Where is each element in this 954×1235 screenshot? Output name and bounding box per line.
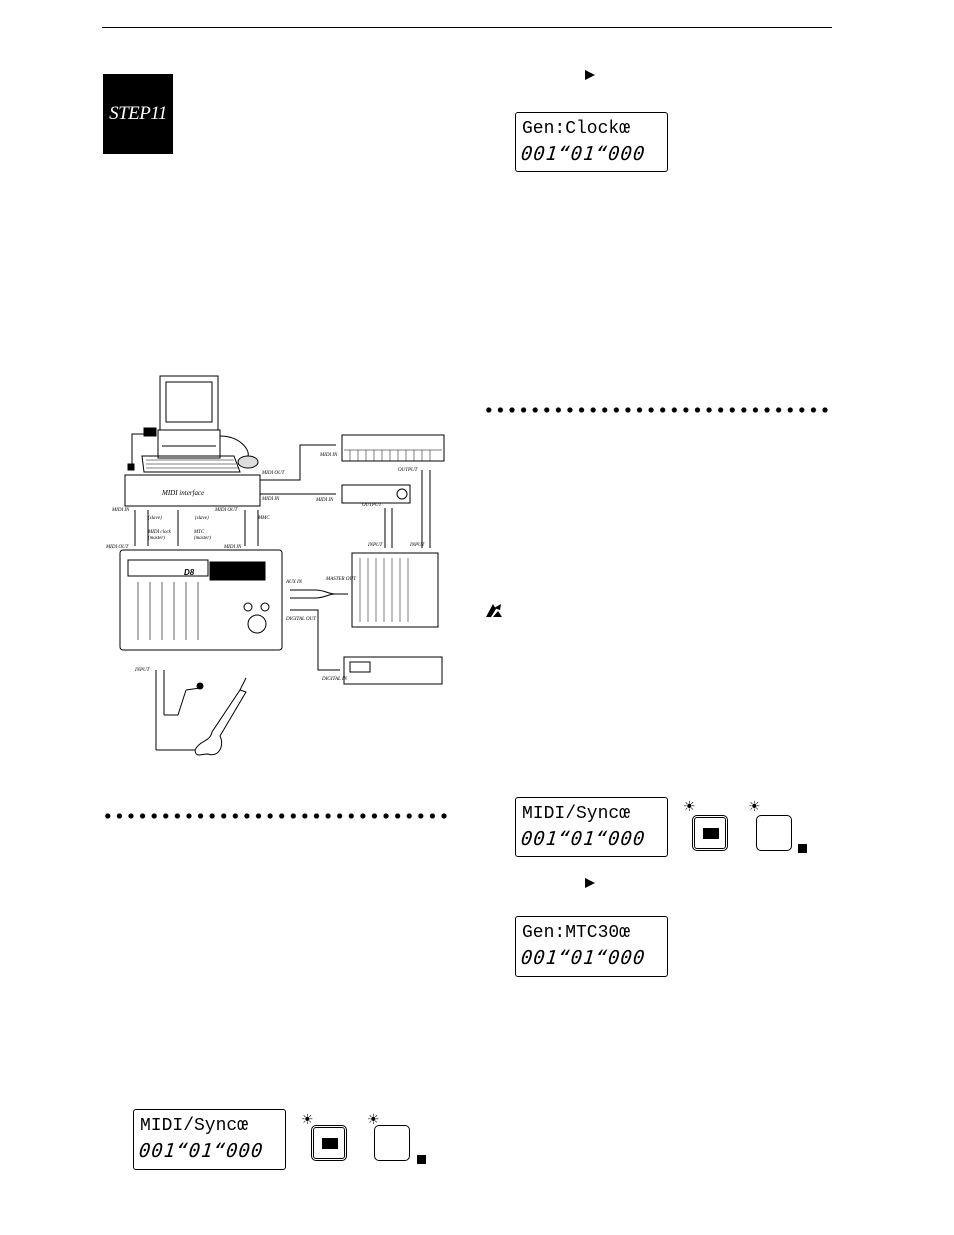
- connection-diagram: MIDI interface MIDI IN MIDI OUT (slave) …: [105, 375, 445, 756]
- svg-text:MIDI OUT: MIDI OUT: [105, 545, 130, 550]
- svg-text:OUTPUT: OUTPUT: [398, 468, 419, 473]
- svg-text:(master): (master): [194, 536, 211, 541]
- lcd-line1: MIDI/Syncœ: [140, 1116, 249, 1136]
- svg-text:(slave): (slave): [195, 516, 209, 521]
- lcd-line2: 001“01“000: [137, 1140, 265, 1162]
- svg-text:MIDI OUT: MIDI OUT: [214, 508, 239, 513]
- stop-icon: [798, 844, 807, 853]
- function-key-button[interactable]: [756, 815, 792, 851]
- step-badge: STEP11: [103, 74, 173, 154]
- svg-text:MIDI IN: MIDI IN: [319, 453, 338, 458]
- lcd-midi-sync: MIDI/Syncœ 001“01“000: [515, 797, 668, 857]
- lcd-line1: MIDI/Syncœ: [522, 804, 631, 824]
- svg-text:INPUT: INPUT: [134, 668, 151, 673]
- svg-text:D8: D8: [184, 568, 195, 577]
- lcd-gen-mtc30: Gen:MTC30œ 001“01“000: [515, 916, 668, 977]
- play-arrow-icon: [585, 878, 595, 888]
- stop-icon: [417, 1155, 426, 1164]
- led-indicator-icon: ☀: [301, 1111, 314, 1127]
- step-label: STEP11: [109, 103, 167, 124]
- svg-text:INPUT: INPUT: [367, 543, 384, 548]
- svg-text:(master): (master): [148, 536, 165, 541]
- svg-text:MTC: MTC: [193, 530, 205, 535]
- lcd-line1: Gen:MTC30œ: [522, 923, 631, 943]
- led-indicator-icon: ☀: [683, 798, 696, 814]
- led-indicator-icon: ☀: [367, 1111, 380, 1127]
- svg-text:AUX IN: AUX IN: [285, 580, 303, 585]
- svg-text:MIDI IN: MIDI IN: [111, 508, 130, 513]
- lcd-line1: Gen:Clockœ: [522, 119, 631, 139]
- svg-text:MASTER OUT: MASTER OUT: [325, 577, 357, 582]
- svg-text:OUTPUT: OUTPUT: [362, 503, 383, 508]
- note-icon: [486, 604, 502, 617]
- lcd-midi-sync: MIDI/Syncœ 001“01“000: [133, 1109, 286, 1170]
- function-key-button[interactable]: [374, 1125, 410, 1161]
- svg-text:MIDI IN: MIDI IN: [315, 498, 334, 503]
- svg-text:MIDI clock: MIDI clock: [147, 530, 172, 535]
- midi-interface-label: MIDI interface: [161, 489, 204, 497]
- lcd-line2: 001“01“000: [519, 828, 647, 850]
- svg-text:(slave): (slave): [148, 516, 162, 521]
- lcd-gen-clock: Gen:Clockœ 001“01“000: [515, 112, 668, 172]
- dotted-separator: [102, 811, 450, 821]
- dotted-separator: [483, 405, 831, 415]
- lcd-line2: 001“01“000: [519, 947, 647, 969]
- svg-text:DIGITAL IN: DIGITAL IN: [321, 677, 348, 682]
- lcd-line2: 001“01“000: [519, 143, 647, 165]
- header-rule: [102, 27, 832, 28]
- svg-text:MMC: MMC: [257, 516, 270, 521]
- sync-key-button[interactable]: [692, 815, 728, 851]
- svg-text:INPUT: INPUT: [409, 543, 426, 548]
- led-indicator-icon: ☀: [748, 798, 761, 814]
- svg-text:DIGITAL OUT: DIGITAL OUT: [285, 617, 317, 622]
- svg-text:MIDI OUT: MIDI OUT: [261, 471, 286, 476]
- play-arrow-icon: [585, 70, 595, 80]
- svg-text:MIDI IN: MIDI IN: [261, 497, 280, 502]
- sync-key-button[interactable]: [311, 1125, 347, 1161]
- svg-text:MIDI IN: MIDI IN: [223, 545, 242, 550]
